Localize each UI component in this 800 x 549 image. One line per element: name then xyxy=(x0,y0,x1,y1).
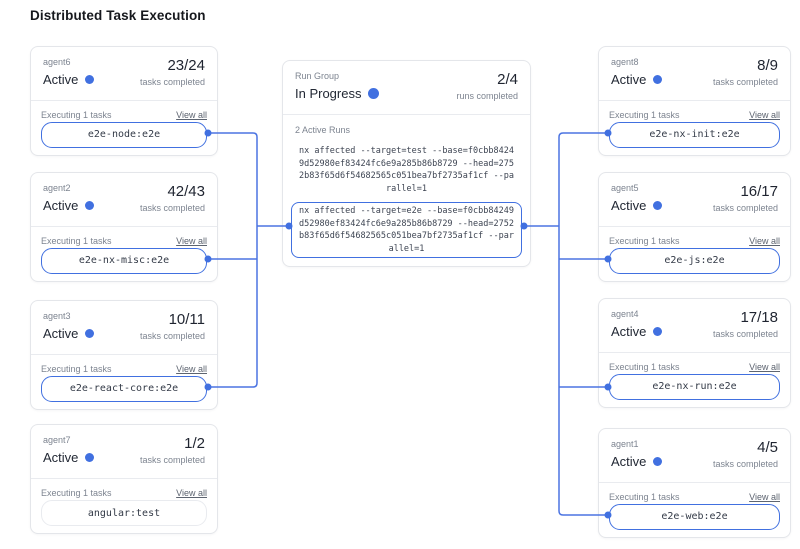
task-pill[interactable]: e2e-js:e2e xyxy=(609,248,780,274)
agent-status-text: Active xyxy=(611,198,647,213)
task-pill[interactable]: e2e-node:e2e xyxy=(41,122,207,148)
run-command-highlighted[interactable]: nx affected --target=e2e --base=f0cbb842… xyxy=(291,202,522,258)
task-pill[interactable]: e2e-nx-init:e2e xyxy=(609,122,780,148)
agent-card-agent7: agent7 Active 1/2 tasks completed Execut… xyxy=(30,424,218,534)
view-all-link[interactable]: View all xyxy=(749,110,780,120)
tasks-progress: 8/9 xyxy=(757,57,778,74)
tasks-progress-label: tasks completed xyxy=(139,331,205,341)
page-title: Distributed Task Execution xyxy=(30,8,206,23)
agent-name: agent5 xyxy=(611,183,639,193)
agent-card-agent4: agent4 Active 17/18 tasks completed Exec… xyxy=(598,298,791,408)
active-runs-label: 2 Active Runs xyxy=(295,125,351,135)
executing-label: Executing 1 tasks xyxy=(41,110,112,120)
run-command-list: nx affected --target=test --base=f0cbb84… xyxy=(291,142,522,258)
executing-label: Executing 1 tasks xyxy=(609,236,680,246)
tasks-progress-label: tasks completed xyxy=(712,329,778,339)
run-status-dot xyxy=(368,88,380,99)
agent-status-text: Active xyxy=(611,454,647,469)
tasks-progress-label: tasks completed xyxy=(712,77,778,87)
view-all-link[interactable]: View all xyxy=(176,110,207,120)
run-group-label: Run Group xyxy=(295,71,340,81)
agent-status-text: Active xyxy=(43,450,79,465)
run-group-card: Run Group In Progress 2/4 runs completed… xyxy=(282,60,531,267)
agent-card-agent6: agent6 Active 23/24 tasks completed Exec… xyxy=(30,46,218,156)
view-all-link[interactable]: View all xyxy=(176,488,207,498)
agent-name: agent7 xyxy=(43,435,71,445)
tasks-progress-label: tasks completed xyxy=(139,203,205,213)
tasks-progress: 17/18 xyxy=(740,309,778,326)
agent-name: agent1 xyxy=(611,439,639,449)
executing-label: Executing 1 tasks xyxy=(41,236,112,246)
agent-card-agent2: agent2 Active 42/43 tasks completed Exec… xyxy=(30,172,218,282)
agent-name: agent3 xyxy=(43,311,71,321)
tasks-progress-label: tasks completed xyxy=(712,203,778,213)
run-command[interactable]: nx affected --target=test --base=f0cbb84… xyxy=(299,146,514,194)
agent-status-text: Active xyxy=(43,198,79,213)
status-dot xyxy=(653,457,663,466)
tasks-progress: 1/2 xyxy=(184,435,205,452)
agent-name: agent2 xyxy=(43,183,71,193)
agent-card-agent5: agent5 Active 16/17 tasks completed Exec… xyxy=(598,172,791,282)
task-pill[interactable]: angular:test xyxy=(41,500,207,526)
status-dot xyxy=(85,329,95,338)
executing-label: Executing 1 tasks xyxy=(609,110,680,120)
agent-card-agent3: agent3 Active 10/11 tasks completed Exec… xyxy=(30,300,218,410)
agent-status-text: Active xyxy=(611,72,647,87)
view-all-link[interactable]: View all xyxy=(749,362,780,372)
agent-status-text: Active xyxy=(43,72,79,87)
agent-card-agent1: agent1 Active 4/5 tasks completed Execut… xyxy=(598,428,791,538)
executing-label: Executing 1 tasks xyxy=(41,364,112,374)
tasks-progress-label: tasks completed xyxy=(139,455,205,465)
executing-label: Executing 1 tasks xyxy=(41,488,112,498)
tasks-progress-label: tasks completed xyxy=(712,459,778,469)
agent-name: agent4 xyxy=(611,309,639,319)
status-dot xyxy=(653,201,663,210)
agent-status: Active xyxy=(611,71,663,88)
agent-status: Active xyxy=(611,323,663,340)
runs-progress: 2/4 xyxy=(497,71,518,88)
executing-label: Executing 1 tasks xyxy=(609,492,680,502)
agent-status: Active xyxy=(611,453,663,470)
agent-status: Active xyxy=(43,197,95,214)
agent-status: Active xyxy=(43,449,95,466)
agent-status: Active xyxy=(43,71,95,88)
view-all-link[interactable]: View all xyxy=(176,236,207,246)
task-pill[interactable]: e2e-web:e2e xyxy=(609,504,780,530)
status-dot xyxy=(85,75,95,84)
status-dot xyxy=(85,453,95,462)
status-dot xyxy=(653,327,663,336)
agent-status-text: Active xyxy=(611,324,647,339)
task-pill[interactable]: e2e-react-core:e2e xyxy=(41,376,207,402)
agent-name: agent6 xyxy=(43,57,71,67)
task-pill[interactable]: e2e-nx-misc:e2e xyxy=(41,248,207,274)
executing-label: Executing 1 tasks xyxy=(609,362,680,372)
tasks-progress: 42/43 xyxy=(167,183,205,200)
status-dot xyxy=(85,201,95,210)
run-group-status: In Progress xyxy=(295,85,380,102)
view-all-link[interactable]: View all xyxy=(749,236,780,246)
view-all-link[interactable]: View all xyxy=(749,492,780,502)
agent-card-agent8: agent8 Active 8/9 tasks completed Execut… xyxy=(598,46,791,156)
agent-status-text: Active xyxy=(43,326,79,341)
agent-status: Active xyxy=(43,325,95,342)
task-pill[interactable]: e2e-nx-run:e2e xyxy=(609,374,780,400)
tasks-progress: 4/5 xyxy=(757,439,778,456)
tasks-progress: 10/11 xyxy=(168,311,205,328)
tasks-progress: 23/24 xyxy=(167,57,205,74)
tasks-progress: 16/17 xyxy=(740,183,778,200)
tasks-progress-label: tasks completed xyxy=(139,77,205,87)
runs-progress-label: runs completed xyxy=(456,91,518,101)
agent-status: Active xyxy=(611,197,663,214)
status-dot xyxy=(653,75,663,84)
view-all-link[interactable]: View all xyxy=(176,364,207,374)
agent-name: agent8 xyxy=(611,57,639,67)
